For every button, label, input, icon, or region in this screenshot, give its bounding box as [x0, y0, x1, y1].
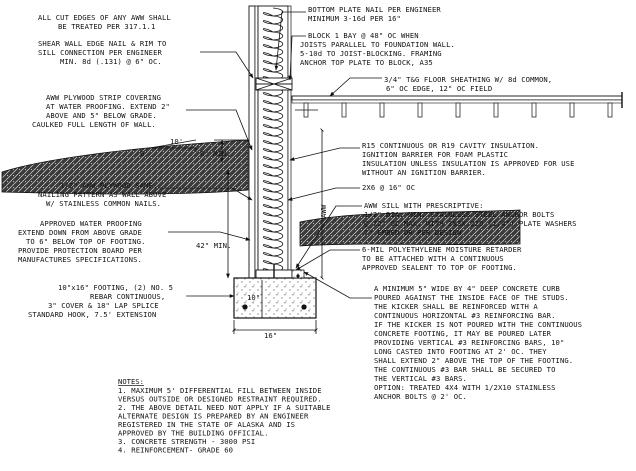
- floor-joist: [379, 102, 385, 118]
- floor-joist: [341, 102, 347, 118]
- wall-assembly: [248, 5, 293, 305]
- dim-16: 16": [264, 331, 277, 340]
- exterior-soil: [1, 139, 249, 195]
- floor-joist: [417, 102, 423, 118]
- footing: [233, 269, 317, 319]
- svg-text:AWW SILL WITH PRESCRIPTIVE:1/2: AWW SILL WITH PRESCRIPTIVE:1/2" DIA. MIN…: [364, 201, 577, 237]
- floor-joist: [607, 102, 613, 118]
- svg-text:A MINIMUM 5" WIDE BY 4" DEEP C: A MINIMUM 5" WIDE BY 4" DEEP CONCRETE CU…: [374, 284, 582, 401]
- leader-lines: [158, 11, 382, 299]
- svg-text:2X6 @ 16" OC: 2X6 @ 16" OC: [362, 183, 415, 192]
- notes: NOTES: 1. MAXIMUM 5' DIFFERENTIAL FILL B…: [118, 377, 335, 455]
- svg-text:3/4" T&G FLOOR SHEATHING W/ 8d: 3/4" T&G FLOOR SHEATHING W/ 8d COMMON,6"…: [384, 75, 552, 93]
- notes-heading: NOTES:: [118, 377, 144, 386]
- label-curb: A MINIMUM 5" WIDE BY 4" DEEP CONCRETE CU…: [374, 284, 582, 401]
- floor-framing: [291, 92, 623, 118]
- dim-slope-rise: 6': [140, 149, 149, 158]
- floor-joist: [531, 102, 537, 118]
- interior-soil: [299, 209, 521, 247]
- label-sill: AWW SILL WITH PRESCRIPTIVE:1/2" DIA. MIN…: [364, 201, 577, 237]
- svg-text:R15 CONTINUOUS OR R19 CAVITY I: R15 CONTINUOUS OR R19 CAVITY INSULATION.…: [362, 141, 575, 177]
- dim-6-min: 6" MIN.: [200, 149, 231, 158]
- floor-joist: [493, 102, 499, 118]
- svg-text:1/2" AWW PLYWOOD SAME,NAILING: 1/2" AWW PLYWOOD SAME,NAILING PATTERN AS…: [38, 181, 166, 208]
- label-plywood-same: 1/2" AWW PLYWOOD SAME,NAILING PATTERN AS…: [38, 181, 166, 208]
- dim-42-min: 42" MIN.: [196, 241, 231, 250]
- label-insulation: R15 CONTINUOUS OR R19 CAVITY INSULATION.…: [362, 141, 575, 177]
- floor-joist: [455, 102, 461, 118]
- floor-joist: [569, 102, 575, 118]
- label-floor-sheathing: 3/4" T&G FLOOR SHEATHING W/ 8d COMMON,6"…: [384, 75, 552, 93]
- label-studs: 2X6 @ 16" OC: [362, 183, 415, 192]
- dim-10: 10": [247, 293, 260, 302]
- dim-aww: AWW: [319, 204, 328, 218]
- svg-text:1. MAXIMUM 5' DIFFERENTIAL FI: 1. MAXIMUM 5' DIFFERENTIAL FILL BETWEEN …: [118, 386, 335, 455]
- dim-slope-run: 10': [170, 137, 183, 146]
